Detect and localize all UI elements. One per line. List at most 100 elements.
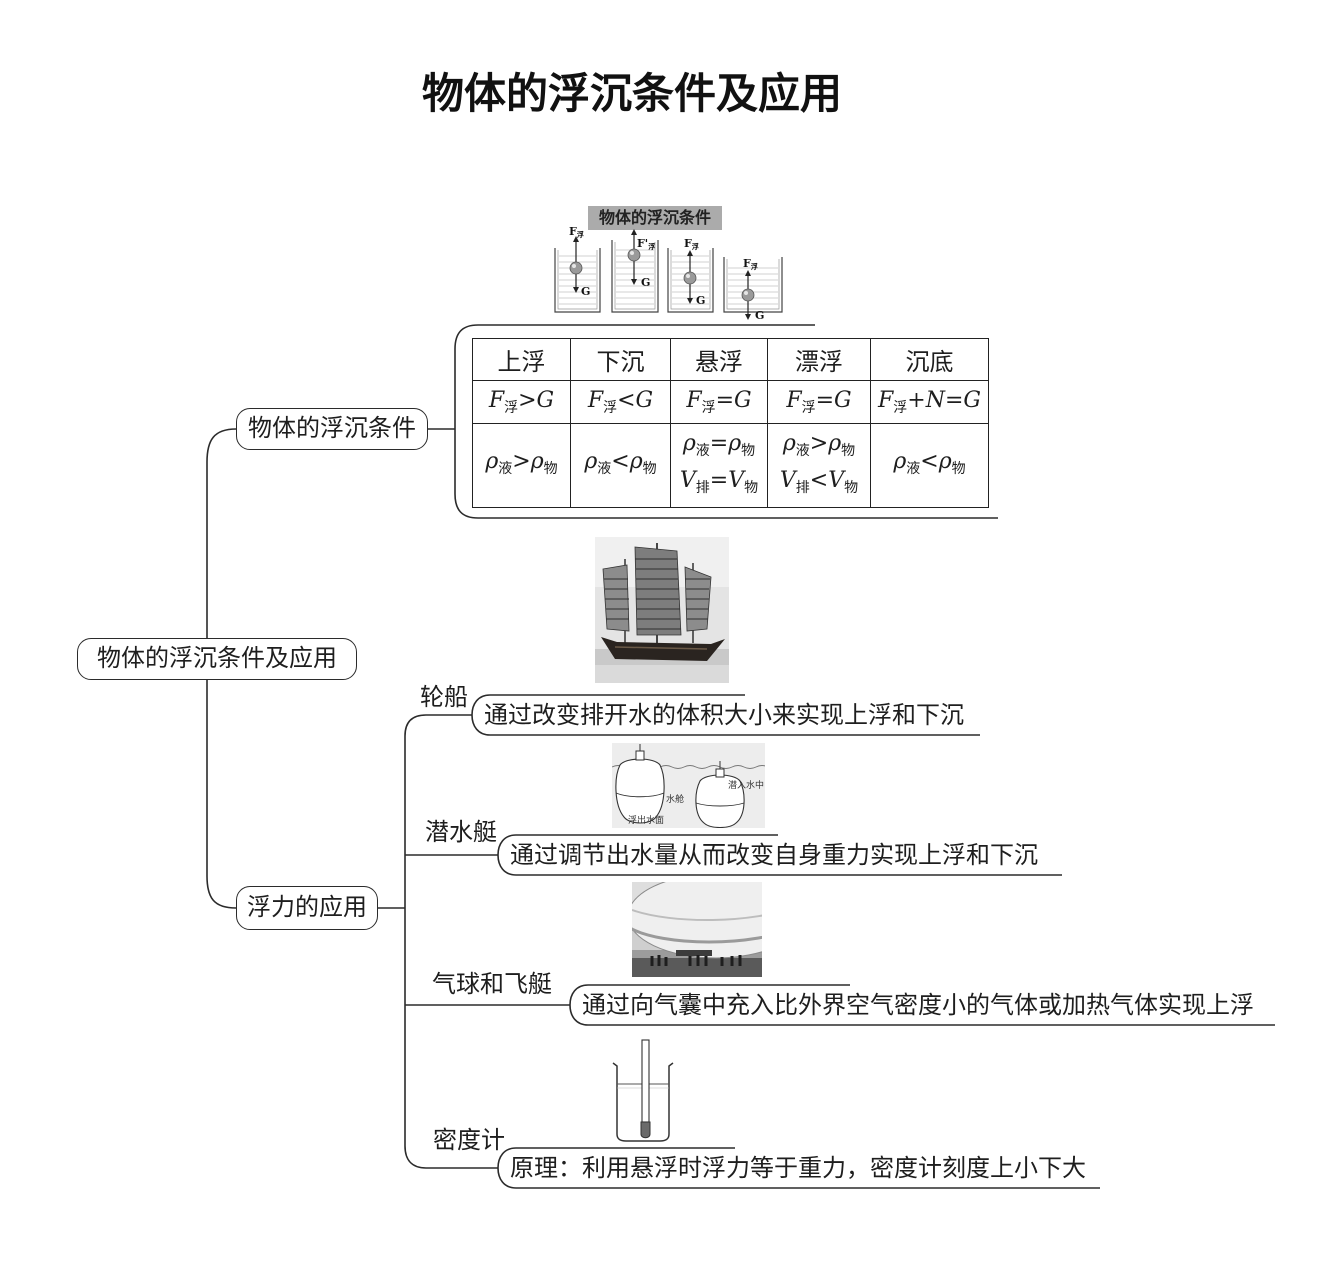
hydrometer-stem xyxy=(641,1039,650,1123)
force-relation: >G xyxy=(518,387,555,413)
fore-sail xyxy=(602,564,630,632)
submarine-submerged xyxy=(695,761,745,828)
beaker-wall xyxy=(611,240,659,313)
hull xyxy=(615,758,665,824)
arrow-head xyxy=(745,314,751,320)
root-node[interactable]: 物体的浮沉条件及应用 xyxy=(77,638,357,680)
applications-trunk-line xyxy=(404,714,498,1169)
force-symbol: F xyxy=(488,387,505,413)
beaker-rising: F浮 G xyxy=(554,225,601,313)
force-relation: +N=G xyxy=(907,387,981,413)
force-symbol: F xyxy=(587,387,604,413)
density-cell-bottomed: ρ液<ρ物 xyxy=(870,423,989,508)
envelope-band xyxy=(632,927,762,944)
item-description-submarine[interactable]: 通过调节出水量从而改变自身重力实现上浮和下沉 xyxy=(510,841,1038,869)
object-ball xyxy=(741,288,755,302)
force-symbol: F xyxy=(878,387,894,413)
density-formula: ρ液>ρ物 xyxy=(485,449,558,477)
hydrometer-bulb xyxy=(640,1121,651,1139)
arrow-head xyxy=(573,287,579,293)
force-subscript: 浮 xyxy=(701,399,716,416)
density-formula: ρ液=ρ物 xyxy=(682,430,756,459)
header-sinking: 下沉 xyxy=(570,338,671,381)
force-cell-suspended: F浮=G xyxy=(670,380,768,424)
object-ball xyxy=(683,271,697,285)
force-cell-bottomed: F浮+N=G xyxy=(870,380,989,424)
density-cell-suspended: ρ液=ρ物 V排=V物 xyxy=(670,423,768,508)
item-description-balloon-airship[interactable]: 通过向气囊中充入比外界空气密度小的气体或加热气体实现上浮 xyxy=(582,991,1254,1019)
gondola xyxy=(676,950,712,956)
force-cell-floating: F浮=G xyxy=(767,380,871,424)
main-sail xyxy=(634,546,682,636)
item-description-hydrometer[interactable]: 原理：利用悬浮时浮力等于重力，密度计刻度上小下大 xyxy=(510,1154,1086,1182)
density-cell-floating: ρ液>ρ物 V排<V物 xyxy=(767,423,871,508)
force-subscript: 浮 xyxy=(801,399,816,416)
submarine-surfacing xyxy=(615,744,665,824)
density-cell-sinking: ρ液<ρ物 xyxy=(570,423,671,508)
hull xyxy=(695,774,745,828)
force-subscript: 浮 xyxy=(893,399,908,416)
gravity-label: G xyxy=(755,309,764,322)
ball-highlight xyxy=(744,291,748,295)
force-subscript: 浮 xyxy=(603,399,618,416)
label-ballast-tank: 水舱 xyxy=(666,793,684,805)
beaker-inner-wall xyxy=(614,242,656,310)
force-subscript: 浮 xyxy=(504,399,519,416)
volume-formula: V排<V物 xyxy=(779,467,859,496)
force-symbol: F xyxy=(686,387,702,413)
ball-highlight xyxy=(630,251,634,255)
beaker-inner-wall xyxy=(726,259,780,310)
buoyancy-label: F'浮 xyxy=(637,237,655,251)
buoyancy-label: F浮 xyxy=(684,237,699,251)
gravity-label: G xyxy=(696,294,705,307)
buoyancy-label: F浮 xyxy=(569,225,584,239)
buoyancy-label: F浮 xyxy=(743,257,758,271)
ball-highlight xyxy=(686,274,690,278)
arrow-head xyxy=(631,229,637,235)
header-rising: 上浮 xyxy=(472,338,571,381)
sea-reflection xyxy=(595,665,729,683)
balloon-description-bracket xyxy=(569,984,1275,1026)
page-title: 物体的浮沉条件及应用 xyxy=(421,69,842,118)
beaker-suspended: F浮 G xyxy=(667,237,714,313)
force-relation: <G xyxy=(617,387,654,413)
ballast-tank-line xyxy=(695,802,745,807)
force-relation: =G xyxy=(815,387,852,413)
beaker-floating: F浮 G xyxy=(723,257,783,322)
node-buoyancy-applications[interactable]: 浮力的应用 xyxy=(236,886,378,930)
arrow-head xyxy=(687,298,693,304)
item-label-balloon-airship[interactable]: 气球和飞艇 xyxy=(432,970,552,998)
volume-formula: V排=V物 xyxy=(679,467,759,496)
node-float-sink-conditions[interactable]: 物体的浮沉条件 xyxy=(236,408,428,450)
item-label-submarine[interactable]: 潜水艇 xyxy=(425,818,497,846)
hull xyxy=(601,637,725,661)
object-ball xyxy=(627,248,641,262)
force-cell-sinking: F浮<G xyxy=(570,380,671,424)
arrow-head xyxy=(745,270,751,276)
beaker-wall xyxy=(723,257,783,313)
item-label-hydrometer[interactable]: 密度计 xyxy=(433,1126,505,1154)
arrow-head xyxy=(631,279,637,285)
force-cell-rising: F浮>G xyxy=(472,380,571,424)
item-description-ship[interactable]: 通过改变排开水的体积大小来实现上浮和下沉 xyxy=(484,701,964,729)
tower xyxy=(715,768,725,778)
sail-battens xyxy=(604,558,710,630)
density-formula: ρ液>ρ物 xyxy=(782,430,856,459)
object-ball xyxy=(569,261,583,275)
ship-description-bracket xyxy=(471,694,980,736)
force-relation: =G xyxy=(715,387,752,413)
beaker-sinking: F'浮 G xyxy=(611,229,659,313)
table-header-row: 上浮 下沉 悬浮 漂浮 沉底 xyxy=(472,338,989,381)
float-sink-conditions-table: 上浮 下沉 悬浮 漂浮 沉底 F浮>G F浮<G F浮=G F浮=G F浮+N=… xyxy=(472,338,989,508)
label-surface: 浮出水面 xyxy=(628,814,664,826)
hull-trim xyxy=(614,646,708,650)
gravity-label: G xyxy=(641,276,650,289)
airship-image xyxy=(632,882,762,977)
label-submerge: 潜入水中 xyxy=(728,779,764,791)
figure-caption: 物体的浮沉条件 xyxy=(588,206,722,230)
density-formula: ρ液<ρ物 xyxy=(584,449,657,477)
item-label-ship[interactable]: 轮船 xyxy=(420,683,468,711)
beakers-figure: F浮 G F'浮 G F浮 xyxy=(554,225,783,322)
header-floating: 漂浮 xyxy=(767,338,871,381)
